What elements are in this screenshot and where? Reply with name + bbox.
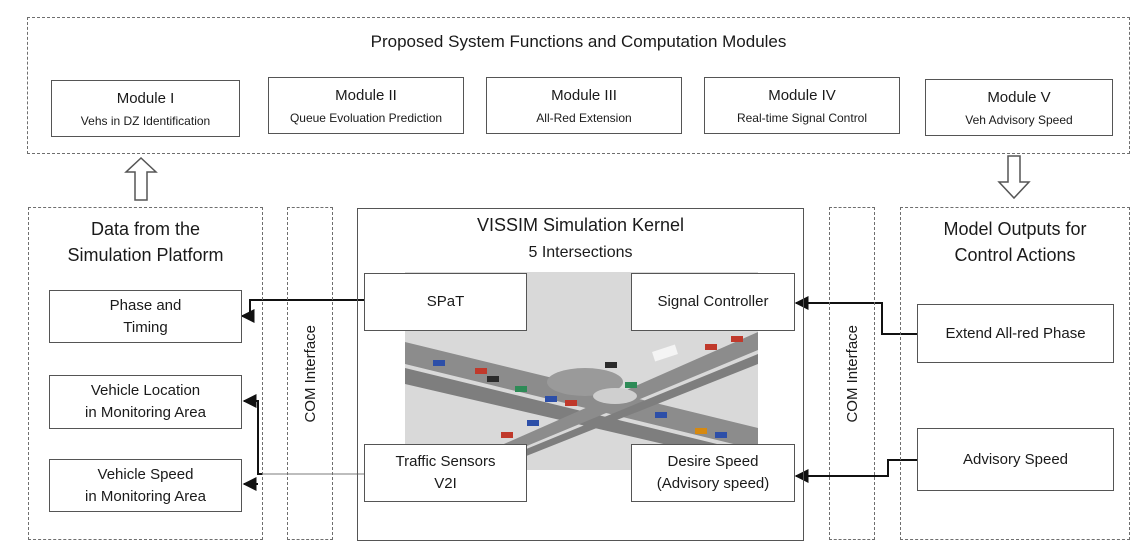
module-3-box: Module III All-Red Extension <box>486 77 682 134</box>
vehicle-location-box: Vehicle Location in Monitoring Area <box>49 375 242 429</box>
module-5-name: Module V <box>987 88 1051 106</box>
module-4-name: Module IV <box>768 86 836 104</box>
kernel-title: VISSIM Simulation Kernel <box>476 215 685 235</box>
kernel-subtitle: 5 Intersections <box>528 244 633 261</box>
traffic-sensors-box: Traffic Sensors V2I <box>364 444 527 502</box>
outputs-panel-title-line2: Control Actions <box>954 245 1076 265</box>
traffic-sensors-line1: Traffic Sensors <box>395 453 496 470</box>
spat-box: SPaT <box>364 273 527 331</box>
outputs-panel-title-line1: Model Outputs for <box>943 219 1087 239</box>
vehicle-speed-line2: in Monitoring Area <box>85 487 206 505</box>
com-interface-left: COM Interface <box>287 207 333 540</box>
modules-panel-title: Proposed System Functions and Computatio… <box>370 32 787 51</box>
traffic-sensors-line2: V2I <box>434 475 457 492</box>
modules-panel: Proposed System Functions and Computatio… <box>27 17 1130 154</box>
module-1-box: Module I Vehs in DZ Identification <box>51 80 240 137</box>
module-5-box: Module V Veh Advisory Speed <box>925 79 1113 136</box>
extend-connector <box>876 302 917 335</box>
hollow-down-arrow <box>997 155 1031 200</box>
hollow-up-arrow <box>124 156 158 201</box>
vehicle-speed-line1: Vehicle Speed <box>97 465 194 483</box>
desire-speed-line1: Desire Speed <box>667 453 759 470</box>
desire-speed-box: Desire Speed (Advisory speed) <box>631 444 795 502</box>
module-2-desc: Queue Evoluation Prediction <box>289 110 443 125</box>
outputs-panel-title: Model Outputs for Control Actions <box>901 216 1129 268</box>
advisory-speed-label: Advisory Speed <box>962 450 1069 468</box>
vehicle-location-line1: Vehicle Location <box>90 382 201 399</box>
module-2-name: Module II <box>335 86 397 104</box>
module-4-box: Module IV Real-time Signal Control <box>704 77 900 134</box>
com-interface-right: COM Interface <box>829 207 875 540</box>
advisory-speed-box: Advisory Speed <box>917 428 1114 491</box>
simulation-kernel: VISSIM Simulation Kernel 5 Intersections <box>357 208 804 541</box>
desire-speed-line2: (Advisory speed) <box>656 475 770 492</box>
module-5-desc: Veh Advisory Speed <box>965 112 1073 127</box>
com-interface-right-label: COM Interface <box>843 324 861 423</box>
module-1-name: Module I <box>116 89 175 107</box>
signal-controller-box: Signal Controller <box>631 273 795 331</box>
module-1-desc: Vehs in DZ Identification <box>80 113 211 128</box>
data-panel-title: Data from the Simulation Platform <box>29 216 262 268</box>
phase-timing-line1: Phase and <box>109 296 182 314</box>
phase-timing-box: Phase and Timing <box>49 290 242 343</box>
intersection-image <box>405 272 758 470</box>
vehicle-location-line2: in Monitoring Area <box>85 404 206 421</box>
data-panel: Data from the Simulation Platform <box>28 207 263 540</box>
module-4-desc: Real-time Signal Control <box>736 110 868 125</box>
extend-all-red-box: Extend All-red Phase <box>917 304 1114 363</box>
module-2-box: Module II Queue Evoluation Prediction <box>268 77 464 134</box>
extend-all-red-label: Extend All-red Phase <box>945 324 1086 342</box>
outputs-panel: Model Outputs for Control Actions <box>900 207 1130 540</box>
phase-timing-line2: Timing <box>123 318 168 336</box>
advisory-connector <box>876 459 917 477</box>
module-3-desc: All-Red Extension <box>536 110 632 125</box>
vehicle-speed-box: Vehicle Speed in Monitoring Area <box>49 459 242 512</box>
com-interface-left-label: COM Interface <box>301 324 319 423</box>
signal-controller-label: Signal Controller <box>657 293 769 310</box>
data-panel-title-line1: Data from the <box>90 219 201 239</box>
spat-label: SPaT <box>426 293 465 310</box>
location-arrow <box>242 394 262 475</box>
phase-timing-arrow <box>240 299 262 323</box>
module-3-name: Module III <box>551 86 617 104</box>
data-panel-title-line2: Simulation Platform <box>67 245 224 265</box>
